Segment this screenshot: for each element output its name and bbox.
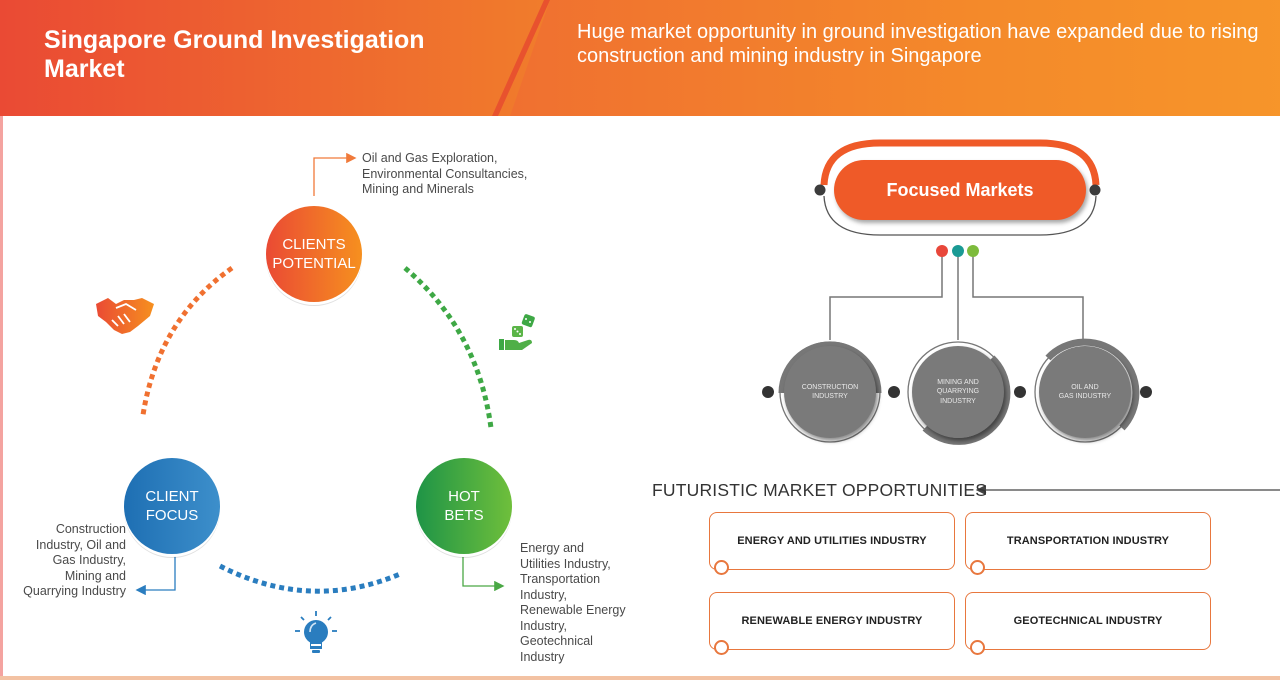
- header-right-panel: [510, 0, 1280, 116]
- desc-line: Geotechnical: [520, 634, 593, 648]
- opportunity-card: RENEWABLE ENERGY INDUSTRY: [709, 592, 955, 655]
- desc-line: Gas Industry,: [52, 553, 126, 567]
- desc-line: Utilities Industry,: [520, 556, 611, 571]
- clients-potential-label-1: CLIENTS: [282, 236, 346, 253]
- desc-line: Industry: [520, 649, 565, 664]
- client-focus-description: Construction Industry, Oil and Gas Indus…: [4, 522, 126, 600]
- focused-top-arc: [820, 139, 1100, 186]
- segment-label: QUARRYING: [936, 388, 980, 396]
- arc-blue-dotted: [218, 563, 401, 594]
- hot-bets-label-2: BETS: [444, 507, 484, 524]
- hot-bets-circle: HOT BETS: [416, 458, 512, 554]
- client-focus-circle: CLIENT FOCUS: [124, 458, 220, 554]
- desc-line: Energy and: [520, 541, 584, 555]
- tree-dot-teal: [952, 245, 964, 257]
- tree-dot-green: [967, 245, 979, 257]
- segment-mining-quarrying: MINING AND QUARRYING INDUSTRY: [912, 346, 1004, 438]
- opportunity-label: ENERGY AND UTILITIES INDUSTRY: [737, 535, 927, 547]
- desc-line: Oil and Gas Exploration,: [362, 151, 498, 165]
- card-knob-icon: [714, 640, 729, 655]
- segment-label: MINING AND: [937, 378, 979, 386]
- frame-left-border: [0, 116, 3, 680]
- dice-in-hand-icon: [499, 314, 535, 350]
- segment-label: INDUSTRY: [940, 397, 976, 405]
- focused-bottom-arc: [823, 195, 1097, 236]
- segment-label: INDUSTRY: [812, 393, 848, 400]
- desc-line: Construction: [55, 522, 126, 536]
- segment-node-3: [1014, 386, 1026, 398]
- opportunities-title: FUTURISTIC MARKET OPPORTUNITIES: [652, 480, 988, 500]
- desc-line: Mining and Minerals: [362, 182, 474, 196]
- arc-orange-dotted: [140, 265, 234, 416]
- opportunity-card: ENERGY AND UTILITIES INDUSTRY: [709, 512, 955, 575]
- tree-dot-red: [936, 245, 948, 257]
- tree-connectors: [829, 252, 1084, 340]
- client-focus-callout: [135, 556, 176, 596]
- desc-line: Renewable Energy: [520, 603, 626, 617]
- oil-gas-ring-arc: [1045, 338, 1140, 431]
- clients-potential-label-2: POTENTIAL: [272, 255, 356, 272]
- opportunity-card: GEOTECHNICAL INDUSTRY: [965, 592, 1211, 655]
- frame-bottom-border: [0, 676, 1280, 680]
- mining-ring-arc: [922, 355, 1011, 445]
- desc-line: Environmental Consultancies,: [362, 166, 528, 181]
- client-focus-label-1: CLIENT: [145, 488, 199, 505]
- desc-line: Industry, Oil and: [35, 537, 126, 552]
- opportunity-label: TRANSPORTATION INDUSTRY: [1006, 535, 1170, 547]
- hot-bets-callout: [462, 556, 505, 592]
- desc-line: Quarrying Industry: [23, 584, 126, 598]
- segment-oil-gas: OIL AND GAS INDUSTRY: [1039, 346, 1131, 438]
- focused-markets-pill: Focused Markets: [834, 160, 1086, 220]
- focused-left-node: [814, 184, 826, 196]
- arc-green-dotted: [403, 266, 494, 429]
- page-subtitle: Huge market opportunity in ground invest…: [577, 21, 1259, 67]
- desc-line: Industry,: [520, 587, 568, 602]
- card-knob-icon: [714, 560, 729, 575]
- lightbulb-icon: [295, 611, 337, 653]
- opportunity-card: TRANSPORTATION INDUSTRY: [965, 512, 1211, 575]
- card-knob-icon: [970, 560, 985, 575]
- opportunity-label: RENEWABLE ENERGY INDUSTRY: [741, 615, 923, 627]
- construction-ring-arc: [778, 341, 882, 394]
- clients-potential-callout: [313, 152, 357, 196]
- client-focus-label-2: FOCUS: [145, 507, 199, 524]
- segment-node-1: [762, 386, 774, 398]
- segment-node-4: [1140, 386, 1152, 398]
- focused-right-node: [1089, 184, 1101, 196]
- desc-line: Transportation: [520, 572, 601, 586]
- desc-line: Industry,: [520, 618, 568, 633]
- handshake-icon: [96, 298, 154, 334]
- clients-potential-circle: CLIENTS POTENTIAL: [266, 206, 362, 302]
- clients-potential-description: Oil and Gas Exploration, Environmental C…: [362, 151, 527, 198]
- segment-label: CONSTRUCTION: [801, 383, 859, 391]
- segment-construction: CONSTRUCTION INDUSTRY: [784, 346, 876, 438]
- desc-line: Mining and: [64, 568, 126, 583]
- header-banner: Singapore Ground Investigation Market Hu…: [0, 0, 1280, 116]
- page-title: Singapore Ground Investigation Market: [44, 26, 425, 83]
- segment-label: GAS INDUSTRY: [1058, 393, 1112, 400]
- segment-label: OIL AND: [1071, 383, 1099, 391]
- card-knob-icon: [970, 640, 985, 655]
- opportunity-label: GEOTECHNICAL INDUSTRY: [1013, 615, 1163, 627]
- hot-bets-label-1: HOT: [448, 488, 480, 505]
- hot-bets-description: Energy and Utilities Industry, Transport…: [520, 541, 626, 665]
- segment-node-2: [888, 386, 900, 398]
